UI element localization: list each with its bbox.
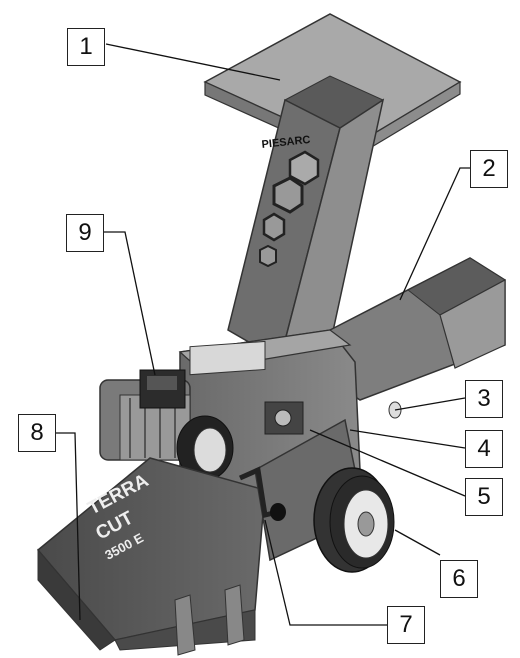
callout-9: 9 (66, 214, 104, 252)
feed-chute (227, 98, 385, 362)
leader-6 (394, 529, 441, 556)
leader-4 (349, 429, 466, 449)
feed-funnel (203, 13, 462, 162)
leader-2 (399, 167, 470, 301)
leader-3 (394, 397, 466, 411)
adjustment-knob (264, 401, 304, 435)
leader-9 (103, 231, 156, 376)
callout-2: 2 (470, 150, 508, 188)
brand-text: PIESARC (261, 134, 311, 151)
callout-1: 1 (67, 28, 105, 66)
wheel (313, 467, 395, 573)
callout-6: 6 (440, 560, 478, 598)
leader-5 (309, 429, 466, 497)
electric-motor (99, 369, 234, 481)
callout-5: 5 (465, 478, 503, 516)
callout-7: 7 (387, 606, 425, 644)
side-feed-chute (317, 257, 506, 401)
discharge-hopper (36, 457, 266, 656)
callout-4: 4 (465, 430, 503, 468)
callout-3: 3 (465, 380, 503, 418)
leader-lines (55, 43, 470, 626)
callout-8: 8 (18, 414, 56, 452)
leader-7 (264, 519, 387, 626)
leader-1 (105, 43, 281, 81)
leader-8 (55, 432, 81, 621)
